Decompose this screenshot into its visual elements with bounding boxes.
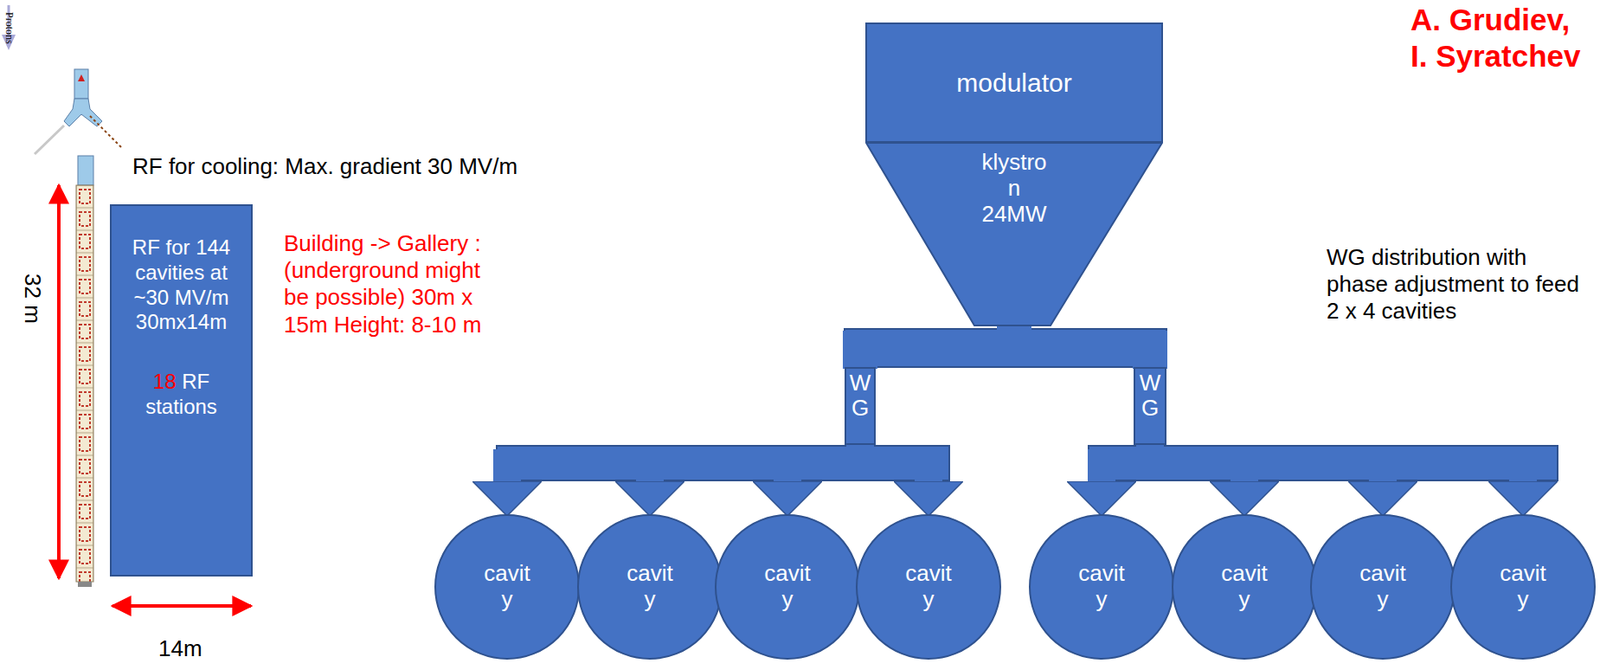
dimension-arrow bbox=[57, 185, 61, 579]
building-note: Building -> Gallery : (underground might… bbox=[283, 230, 489, 339]
cooling-channel bbox=[76, 185, 94, 582]
dimension-label: 14m bbox=[158, 635, 203, 662]
cavity-label: cavity bbox=[623, 560, 676, 613]
beam-path bbox=[89, 115, 122, 148]
cavity-circle: cavity bbox=[1310, 514, 1456, 660]
note-text: WG distribution with phase adjustment to… bbox=[1326, 244, 1587, 326]
waveguide-label: WG bbox=[1137, 370, 1164, 420]
channel-end bbox=[77, 581, 92, 587]
dimension-label: 32 m bbox=[19, 273, 46, 324]
cavity-circle: cavity bbox=[1450, 514, 1596, 660]
waveguide-label: WG bbox=[847, 370, 874, 420]
cavity-label: cavity bbox=[1075, 560, 1128, 613]
waveguide-box: WG bbox=[1133, 366, 1167, 445]
target-mark bbox=[77, 74, 85, 82]
station-count: 18 bbox=[153, 369, 177, 393]
beam-path bbox=[34, 125, 65, 155]
author-label: A. Grudiev, I. Syratchev bbox=[1410, 1, 1591, 75]
box-text: klystron bbox=[978, 149, 1050, 202]
cavity-circle: cavity bbox=[577, 514, 723, 660]
cavity-label: cavity bbox=[1218, 560, 1271, 613]
modulator-box: modulator bbox=[865, 22, 1164, 143]
cavity-label: cavity bbox=[481, 560, 534, 613]
cavity-label: cavity bbox=[902, 560, 955, 613]
waveguide-feed bbox=[649, 443, 861, 482]
klystron-trapezoid: klystron24MW bbox=[865, 142, 1164, 327]
beam-split bbox=[64, 98, 103, 127]
box-text: modulator bbox=[956, 68, 1072, 98]
cavity-label: cavity bbox=[1356, 560, 1409, 613]
cavity-circle: cavity bbox=[1028, 514, 1175, 660]
cavity-label: cavity bbox=[1497, 560, 1549, 613]
cavity-circle: cavity bbox=[1171, 514, 1318, 660]
box-text: RF for 144 cavities at ~30 MV/m 30mx14m bbox=[130, 235, 233, 335]
rf-gallery-box: RF for 144 cavities at ~30 MV/m 30mx14m 1… bbox=[109, 204, 253, 577]
beam-label: Protons bbox=[3, 12, 16, 45]
waveguide-box: WG bbox=[844, 366, 876, 445]
waveguide-feed bbox=[1014, 322, 1151, 369]
waveguide-feed bbox=[860, 322, 1015, 369]
dimension-arrow bbox=[112, 604, 251, 608]
cavity-circle: cavity bbox=[855, 514, 1002, 660]
waveguide-feed bbox=[507, 443, 861, 482]
cavity-label: cavity bbox=[761, 560, 814, 613]
box-text: 24MW bbox=[978, 201, 1050, 228]
note-text: RF for cooling: Max. gradient 30 MV/m bbox=[132, 153, 518, 180]
waveguide-feed bbox=[860, 443, 929, 482]
cavity-circle: cavity bbox=[434, 514, 580, 660]
beam-tube bbox=[77, 155, 94, 186]
waveguide-feed bbox=[1150, 443, 1523, 482]
cavity-circle: cavity bbox=[714, 514, 861, 660]
target-block bbox=[74, 69, 89, 99]
